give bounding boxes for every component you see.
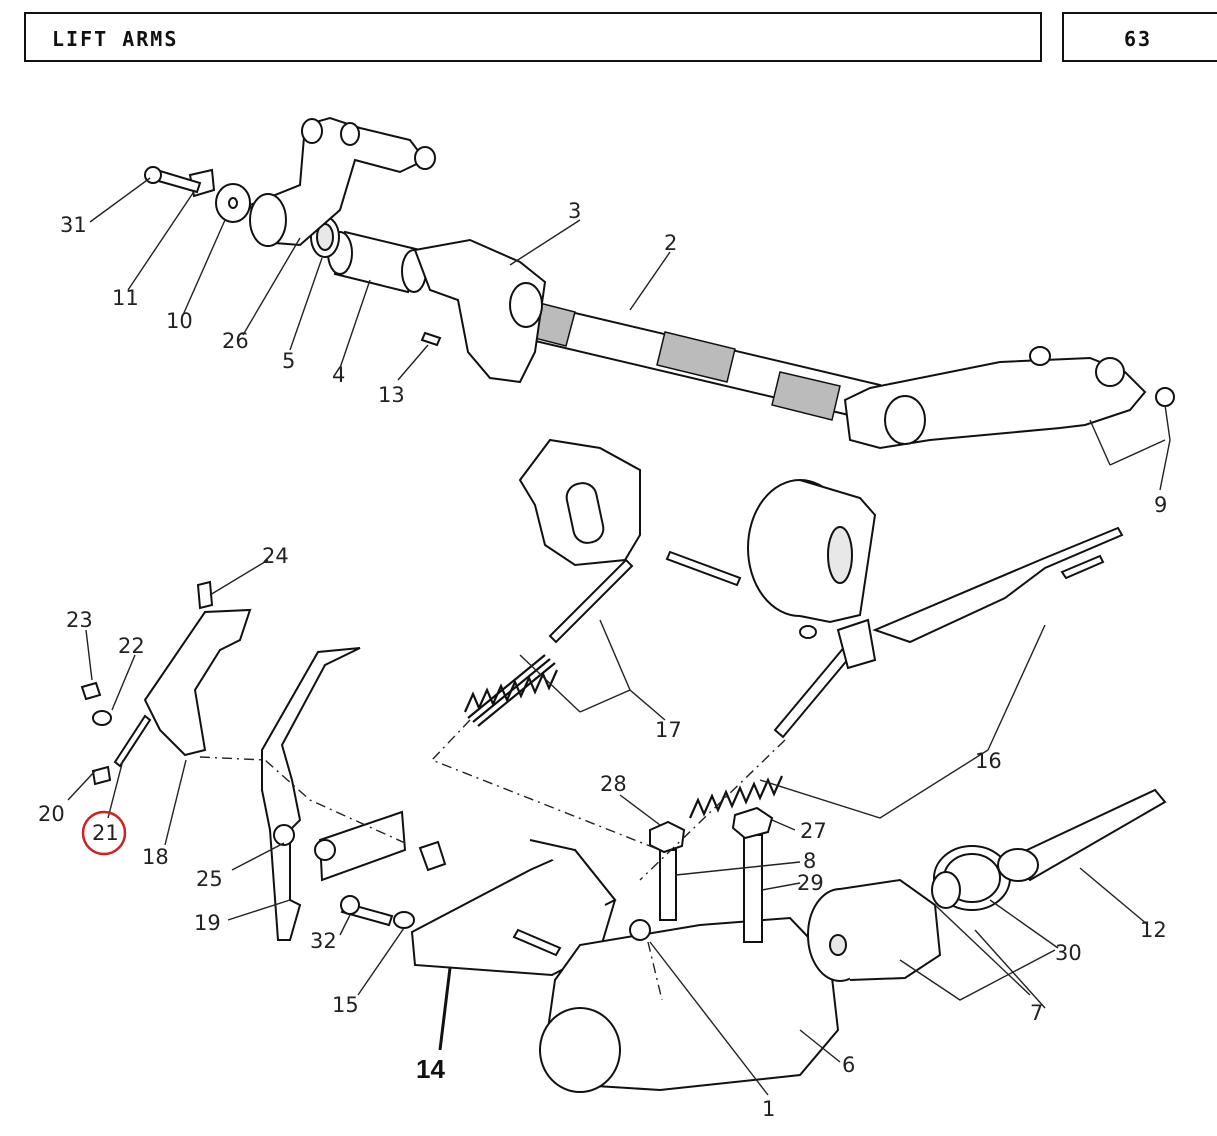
callout-11: 11 (112, 286, 139, 310)
pivot-nut (314, 839, 336, 861)
rockshaft-assembly (144, 116, 1175, 450)
callout-3: 3 (568, 199, 581, 223)
right-arm-bushing (1029, 346, 1051, 366)
callout-25: 25 (196, 867, 223, 891)
bracket-flange (529, 839, 617, 906)
spring-right (688, 775, 784, 819)
page-number-box: 63 (1062, 12, 1217, 62)
callout-26: 26 (222, 329, 249, 353)
leader-lines (67, 177, 1171, 1096)
rod-yoke (836, 618, 877, 670)
push-rod-ball (997, 848, 1039, 882)
left-arm-pin-2 (414, 146, 436, 170)
spline-section-2 (656, 331, 736, 383)
washer-hole (228, 197, 238, 209)
leader-14 (438, 967, 452, 1051)
callout-14: 14 (416, 1054, 445, 1084)
callout-6: 6 (842, 1053, 855, 1077)
control-rod (872, 526, 1124, 644)
tension-spring (196, 580, 214, 610)
callout-32: 32 (310, 929, 337, 953)
nut-28 (649, 820, 686, 854)
right-arm-bore (884, 395, 926, 445)
callout-23: 23 (66, 608, 93, 632)
washer-small (92, 710, 112, 726)
callout-19: 19 (194, 911, 221, 935)
lever-assembly (80, 580, 617, 977)
right-arm-eye (1095, 357, 1125, 387)
callout-28: 28 (600, 772, 627, 796)
callout-20: 20 (38, 802, 65, 826)
callout-2: 2 (664, 231, 677, 255)
bracket-bolt (512, 928, 562, 957)
center-lift-arm (413, 238, 547, 384)
page-title: LIFT ARMS (52, 27, 179, 51)
callout-16: 16 (975, 749, 1002, 773)
guide-plate (318, 810, 407, 882)
callout-15: 15 (332, 993, 359, 1017)
callout-18: 18 (142, 845, 169, 869)
highlight-circle (81, 810, 127, 856)
left-cam-slot (565, 482, 605, 544)
bolt-29 (743, 834, 763, 943)
control-rod-spring (1060, 554, 1105, 580)
piston-body (839, 878, 942, 981)
piston-rod-collar (931, 871, 961, 909)
mounting-bracket (410, 848, 617, 977)
center-arm-bore (509, 282, 543, 328)
callout-30: 30 (1055, 941, 1082, 965)
spline-section-3 (771, 371, 841, 421)
stud-8 (659, 849, 677, 921)
left-arm-pin-1 (301, 118, 323, 144)
pivot-bolt (273, 824, 295, 846)
callout-29: 29 (797, 871, 824, 895)
left-arm-hub (249, 193, 287, 247)
callout-1: 1 (762, 1097, 775, 1121)
right-cam-slot (827, 526, 853, 584)
bolt-29-head (731, 806, 774, 840)
control-lever (143, 608, 252, 757)
callout-4: 4 (332, 363, 345, 387)
linkage-assembly (463, 438, 1124, 819)
callout-13: 13 (378, 383, 405, 407)
cross-pin (665, 550, 742, 587)
dash-line-oring (647, 941, 663, 1001)
spring-left (463, 669, 559, 713)
callout-17: 17 (655, 718, 682, 742)
piston-hole (829, 934, 847, 956)
cotter-pin (80, 681, 102, 701)
callout-5: 5 (282, 349, 295, 373)
cylinder-assembly (539, 788, 1167, 1093)
nut-small (91, 765, 112, 786)
spring-guide-rod-left (548, 558, 634, 644)
page-number: 63 (1124, 27, 1153, 51)
callout-31: 31 (60, 213, 87, 237)
right-arm-pin (1155, 387, 1175, 407)
bolt-32-head (340, 895, 360, 915)
dash-lines (199, 719, 786, 1001)
dash-line-lever (199, 756, 406, 844)
callout-12: 12 (1140, 918, 1167, 942)
callout-labels: 31 11 10 26 5 4 13 3 2 9 24 23 22 20 21 … (38, 199, 1167, 1121)
callout-9: 9 (1154, 493, 1167, 517)
callout-24: 24 (262, 544, 289, 568)
spring-guide-rod-right (773, 643, 856, 739)
left-arm-bore (340, 122, 360, 146)
callout-8: 8 (803, 849, 816, 873)
callout-27: 27 (800, 819, 827, 843)
title-box: LIFT ARMS (24, 12, 1042, 62)
washer-15 (393, 911, 415, 929)
stud-small (113, 714, 152, 768)
clip (418, 840, 447, 872)
cylinder-end (539, 1007, 621, 1093)
small-washer (799, 625, 817, 639)
callout-7: 7 (1030, 1001, 1043, 1025)
roll-pin (420, 331, 442, 347)
o-ring (629, 919, 651, 941)
callout-10: 10 (166, 309, 193, 333)
callout-22: 22 (118, 634, 145, 658)
callout-21: 21 (92, 821, 119, 845)
